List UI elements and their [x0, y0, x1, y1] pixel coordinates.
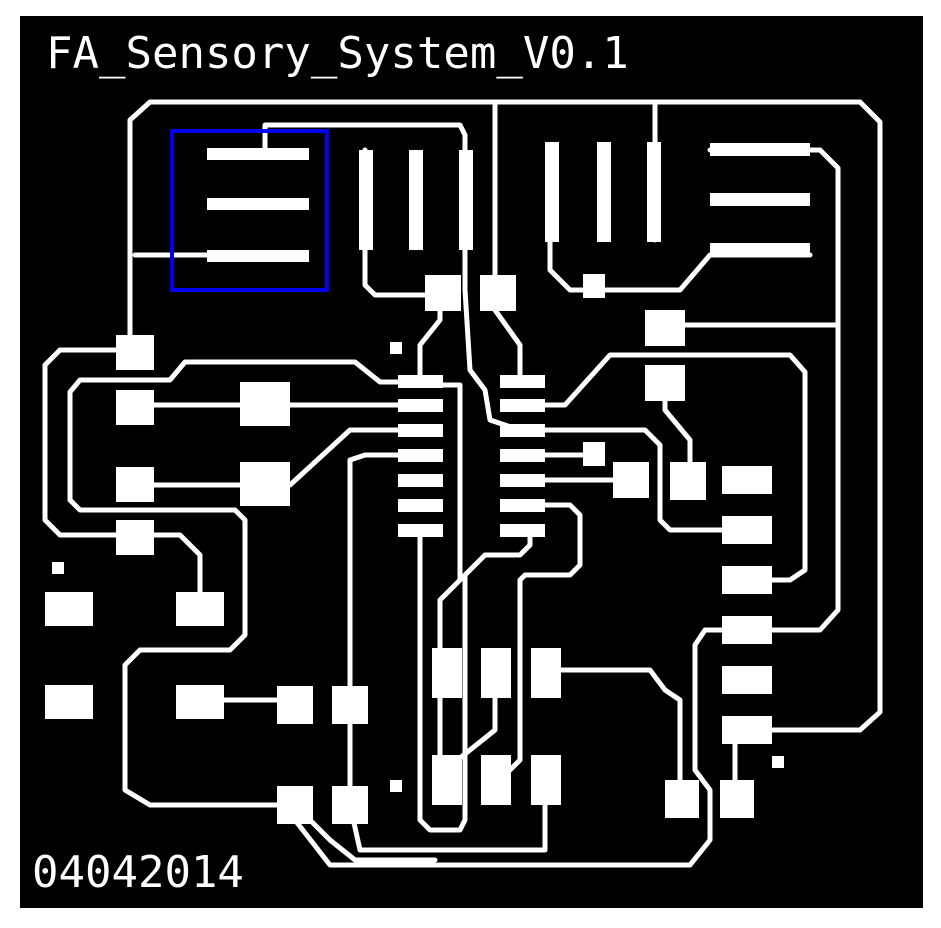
ic-pin [500, 424, 545, 437]
pad [116, 335, 154, 370]
copper-pads [45, 142, 810, 824]
pad [116, 467, 154, 502]
pad [722, 616, 772, 644]
pad [531, 755, 561, 805]
pad [277, 786, 313, 824]
via [390, 342, 402, 354]
pad [722, 716, 772, 744]
board-title: FA_Sensory_System_V0.1 [46, 28, 629, 79]
board-date-code: 04042014 [32, 847, 244, 898]
ic-pin [500, 375, 545, 388]
pad [277, 686, 313, 724]
pad [722, 466, 772, 494]
pad [116, 390, 154, 425]
pad [481, 648, 511, 698]
pad [531, 648, 561, 698]
sensor-finger [207, 250, 309, 262]
pad [583, 442, 605, 466]
sensor-finger [710, 243, 810, 256]
sensor-finger [597, 142, 611, 242]
pad [583, 274, 605, 298]
pad [613, 462, 649, 498]
pad [722, 666, 772, 694]
ic-pin [398, 499, 443, 512]
ic-pin [500, 449, 545, 462]
pad [645, 365, 685, 401]
pad [116, 520, 154, 555]
ic-pin [398, 424, 443, 437]
ic-pin [398, 399, 443, 412]
pad [332, 786, 368, 824]
sensor-finger [459, 150, 473, 250]
sensor-finger [207, 148, 309, 160]
pad [480, 275, 516, 311]
pad [176, 592, 224, 626]
sensor-finger [409, 150, 423, 250]
pad [176, 685, 224, 719]
via [390, 780, 402, 792]
ic-pin [398, 449, 443, 462]
pad [665, 780, 699, 818]
sensor-finger [545, 142, 559, 242]
pad [240, 462, 290, 506]
selection-highlight [170, 129, 329, 292]
ic-pin [500, 399, 545, 412]
pad [432, 648, 462, 698]
ic-pin [500, 474, 545, 487]
pad [722, 516, 772, 544]
sensor-finger [710, 193, 810, 206]
ic-pin [500, 524, 545, 537]
sensor-finger [710, 143, 810, 156]
ic-pin [398, 524, 443, 537]
pad [45, 685, 93, 719]
pad [670, 462, 706, 500]
pad [722, 566, 772, 594]
sensor-finger [647, 142, 661, 242]
ic-pin [500, 499, 545, 512]
via [52, 562, 64, 574]
sensor-finger [207, 198, 309, 210]
ic-pin [398, 474, 443, 487]
pad [332, 686, 368, 724]
pad [481, 755, 511, 805]
pad [425, 275, 461, 311]
pad [720, 780, 754, 818]
ic-pin [398, 375, 443, 388]
sensor-finger [359, 150, 373, 250]
pad [432, 755, 462, 805]
pad [645, 310, 685, 346]
pad [240, 382, 290, 426]
via [772, 756, 784, 768]
pad [45, 592, 93, 626]
